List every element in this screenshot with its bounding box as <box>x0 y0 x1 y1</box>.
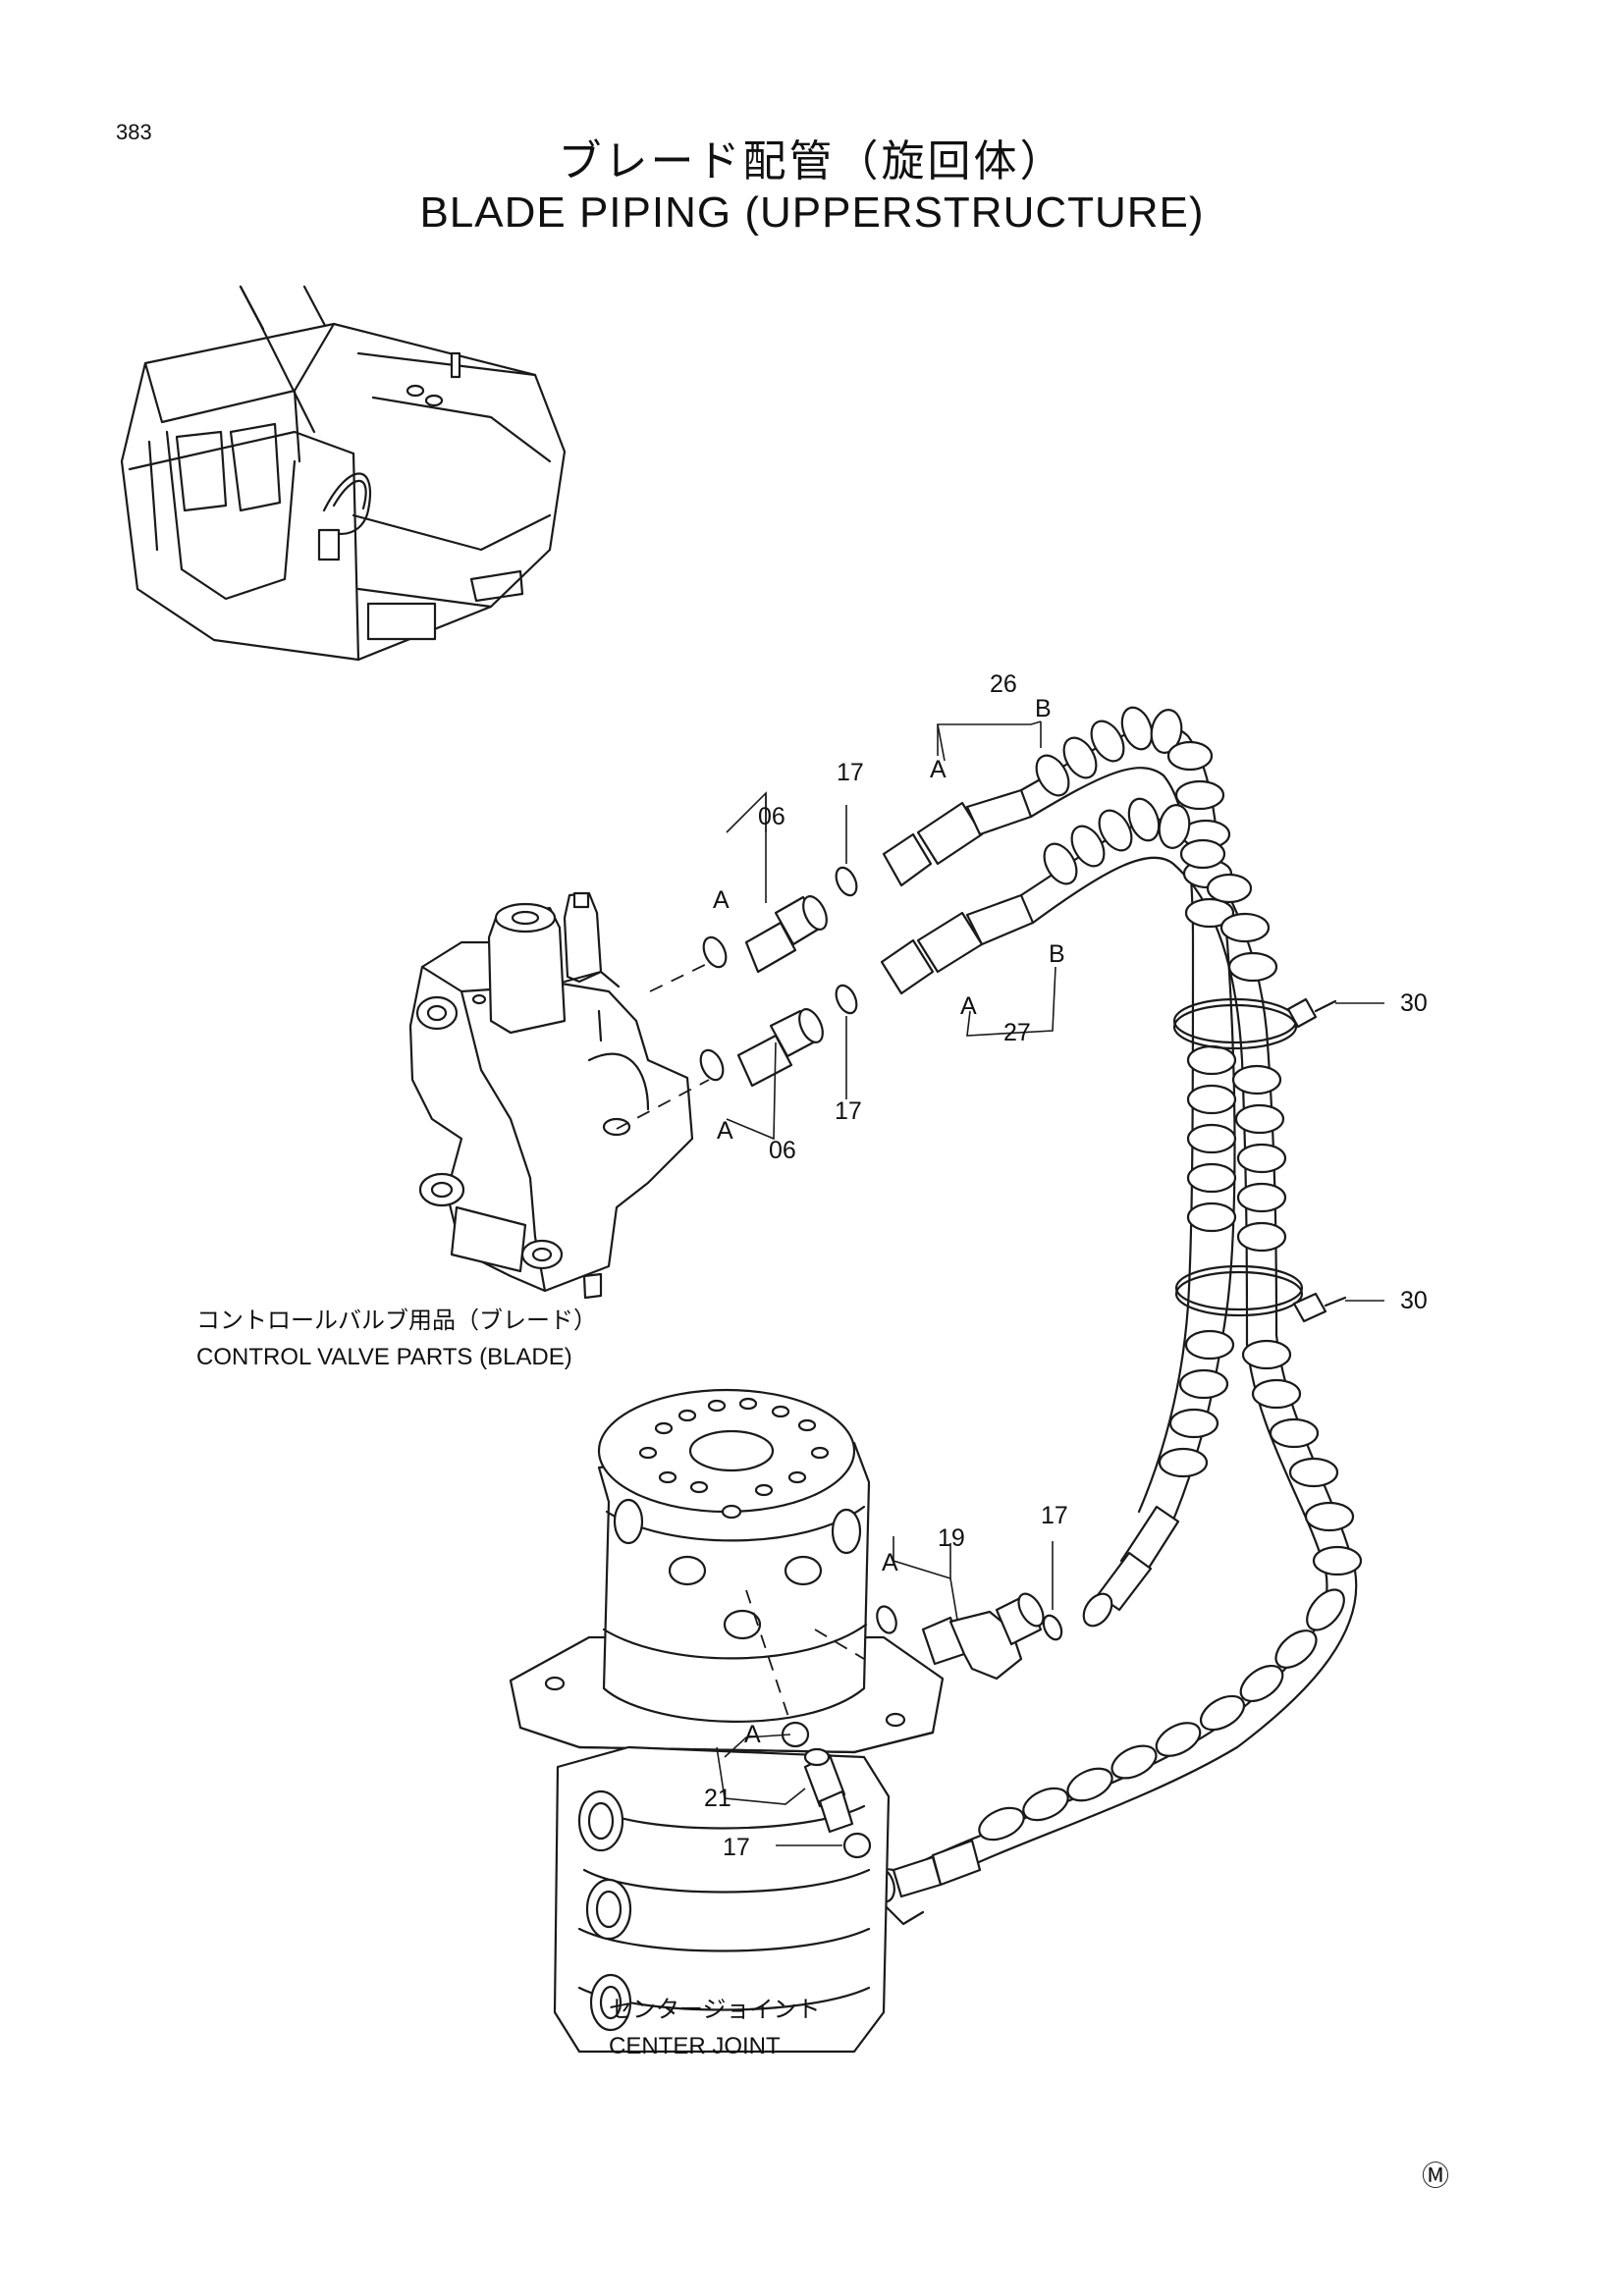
excavator-location-illustration <box>120 285 567 662</box>
center-joint-caption-japanese: センタージョイント <box>609 1996 821 2023</box>
o-ring-17-center-bottom <box>842 1832 872 1859</box>
callout-26: 26 <box>990 670 1017 698</box>
control-valve-caption-english: CONTROL VALVE PARTS (BLADE) <box>196 1344 572 1370</box>
callout-19: 19 <box>938 1524 965 1552</box>
callout-26-a: A <box>930 756 947 783</box>
control-valve-caption-japanese: コントロールバルブ用品（ブレード） <box>196 1307 597 1334</box>
hose-assembly-26-27 <box>868 706 1363 1926</box>
o-ring-17-lower <box>835 984 858 1015</box>
callout-06-lower-a: A <box>717 1117 733 1145</box>
callout-21: 21 <box>704 1785 731 1812</box>
o-ring-17-elbow <box>876 1605 897 1634</box>
callout-17-lower: 17 <box>835 1097 862 1125</box>
m-mark-icon: Ⓜ <box>1422 2161 1449 2191</box>
callout-27: 27 <box>1003 1019 1031 1046</box>
callout-27-b: B <box>1049 940 1065 968</box>
callout-30-lower: 30 <box>1400 1287 1428 1314</box>
port-line-upper <box>649 959 716 992</box>
center-joint-caption-english: CENTER JOINT <box>609 2033 781 2059</box>
adapter-06-upper <box>702 895 828 974</box>
adapter-21 <box>803 1747 854 1834</box>
control-valve-body <box>408 891 694 1300</box>
callout-26-b: B <box>1035 695 1052 722</box>
callout-06-lower: 06 <box>769 1137 796 1164</box>
callout-06-upper-a: A <box>713 886 730 914</box>
port-line-lower <box>616 1079 710 1130</box>
callout-27-a: A <box>960 992 977 1020</box>
o-ring-17-upper <box>835 866 858 897</box>
callout-30-upper: 30 <box>1400 989 1428 1017</box>
o-ring-17-hose-end <box>1042 1614 1063 1641</box>
callout-21-a: A <box>744 1721 761 1748</box>
page-title-japanese: ブレード配管（旋回体） <box>558 136 1066 187</box>
callout-17-elbow: 17 <box>1041 1502 1068 1529</box>
callout-17-center: 17 <box>723 1834 750 1861</box>
callout-19-a: A <box>882 1549 898 1576</box>
clamp-30-upper <box>1172 997 1337 1050</box>
adapter-06-lower <box>699 1008 824 1088</box>
page-number: 383 <box>116 120 152 144</box>
spiral-guard-rings <box>978 706 1363 1842</box>
center-joint-body <box>509 1388 945 2054</box>
callout-leader-lines <box>716 721 1384 1846</box>
clamp-30-lower <box>1174 1264 1347 1323</box>
port-line-center-upper <box>814 1629 865 1660</box>
callout-17-upper: 17 <box>837 759 864 786</box>
elbow-19 <box>921 1592 1045 1681</box>
callout-06-upper: 06 <box>758 803 785 830</box>
page-title-english: BLADE PIPING (UPPERSTRUCTURE) <box>419 188 1205 237</box>
